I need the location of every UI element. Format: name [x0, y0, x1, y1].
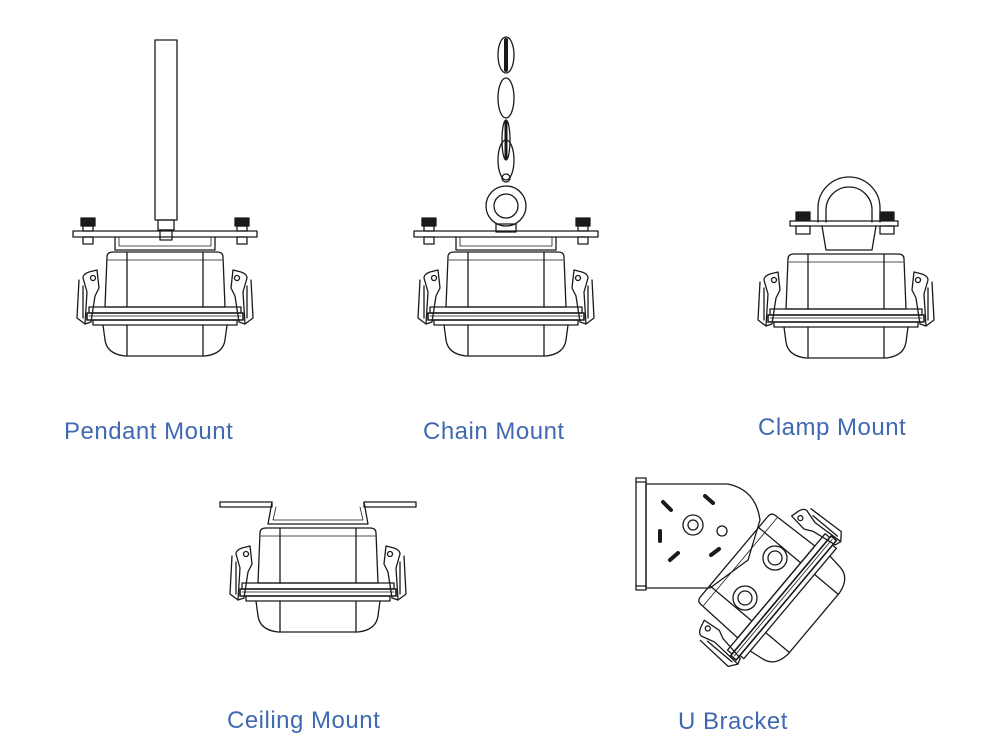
- u-bracket-drawing: [635, 477, 872, 692]
- ceiling-mount-drawing: [219, 501, 417, 633]
- clamp-mount-label: Clamp Mount: [758, 414, 907, 441]
- pendant-mount-label: Pendant Mount: [64, 418, 234, 445]
- u-bracket-label: U Bracket: [678, 708, 788, 735]
- ceiling-mount-label: Ceiling Mount: [227, 707, 381, 734]
- pendant-mount-drawing: [72, 39, 258, 357]
- chain-mount-drawing: [413, 36, 599, 357]
- clamp-mount-drawing: [757, 176, 935, 359]
- chain-mount-label: Chain Mount: [423, 418, 565, 445]
